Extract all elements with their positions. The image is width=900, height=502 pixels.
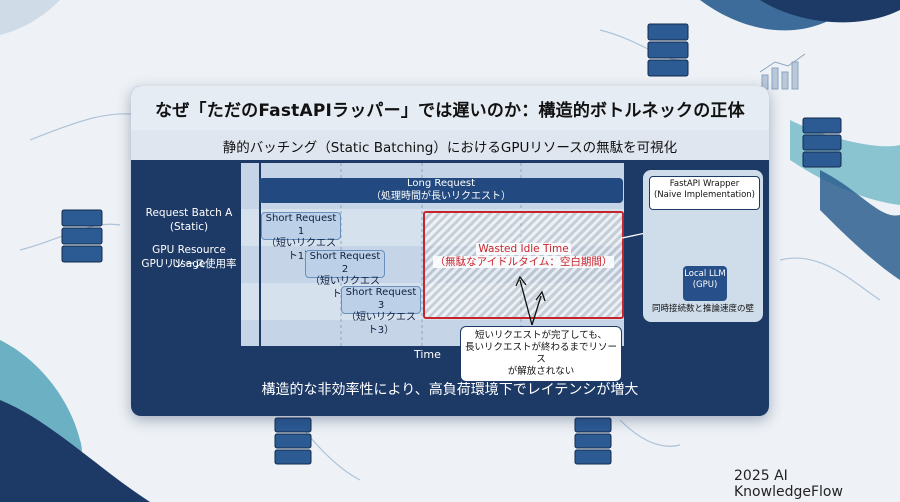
short-request-3-sublabel: （短いリクエスト3） [346, 312, 416, 336]
wrapper-title: FastAPI Wrapper [669, 179, 740, 189]
bar-chart-icon [759, 53, 806, 90]
server-rack-icon [61, 209, 103, 263]
subtitle: 静的バッチング（Static Batching）におけるGPUリソースの無駄を可… [222, 140, 678, 156]
long-request-sublabel: （処理時間が長いリクエスト） [371, 190, 511, 202]
short-request-2-bar: Short Request 2 （短いリクエスト2） [305, 250, 385, 300]
callout-line-1: 短いリクエストが完了しても、 [475, 330, 607, 341]
short-request-1-label: Short Request 1 [265, 213, 337, 237]
short-request-2-label: Short Request 2 [309, 251, 381, 275]
llm-title: Local LLM [684, 269, 726, 279]
wrapper-subtitle: (Naive Implementation) [653, 190, 756, 200]
time-axis-label: Time [414, 348, 441, 361]
local-llm-box: Local LLM (GPU) [683, 266, 727, 301]
idle-label: Wasted Idle Time [476, 243, 571, 255]
short-request-1-bar: Short Request 1 （短いリクエスト1） [261, 212, 341, 262]
fastapi-wrapper-box: FastAPI Wrapper (Naive Implementation) [649, 176, 760, 210]
short-request-3-label: Short Request 3 [345, 287, 417, 311]
callout-line-3: が解放されない [507, 366, 575, 377]
server-rack-icon [274, 417, 312, 465]
page-title: なぜ「ただのFastAPIラッパー」では遅いのか：構造的ボトルネックの正体 [155, 101, 745, 121]
llm-subtitle: (GPU) [692, 280, 718, 290]
explanation-callout: 短いリクエストが完了しても、 長いリクエストが終わるまでリソース が解放されない [460, 326, 622, 382]
batch-label: Request Batch A (Static) [145, 207, 233, 233]
usage-label-en: GPU Resource Usage [152, 244, 226, 270]
short-request-3-bar: Short Request 3 （短いリクエスト3） [341, 286, 421, 336]
callout-line-2: 長いリクエストが終わるまでリソース [464, 342, 617, 365]
conclusion-text: 構造的な非効率性により、高負荷環境下でレイテンシが増大 [261, 382, 639, 398]
server-rack-icon [574, 417, 612, 465]
bottleneck-label: 同時接続数と推論速度の壁 [651, 304, 754, 314]
long-request-bar: Long Request （処理時間が長いリクエスト） [259, 178, 623, 203]
time-axis-origin [259, 163, 261, 346]
usage-label-jp: GPUリソース使用率 [141, 258, 237, 270]
timeline-chart: Long Request （処理時間が長いリクエスト） Short Reques… [241, 163, 624, 346]
server-rack-icon [647, 23, 689, 77]
wasted-idle-region: Wasted Idle Time （無駄なアイドルタイム：空白期間） [423, 211, 624, 319]
server-rack-icon [802, 117, 842, 168]
short-request-1-sublabel: （短いリクエスト1） [266, 238, 336, 262]
long-request-label: Long Request [407, 178, 475, 189]
subtitle-band [131, 130, 769, 160]
idle-sublabel: （無駄なアイドルタイム：空白期間） [432, 256, 615, 268]
brand-watermark: 2025 AI KnowledgeFlow [734, 468, 843, 500]
